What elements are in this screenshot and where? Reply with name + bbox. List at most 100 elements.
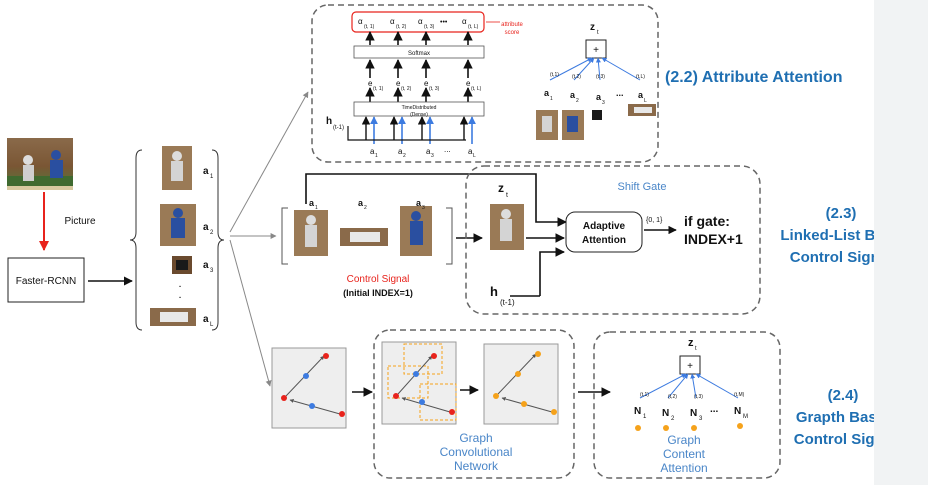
node-n3: N (690, 408, 697, 419)
graph-alpha-M: (t,M) (734, 392, 745, 398)
faster-rcnn-box (7, 257, 85, 303)
initial-index-label: (Initial INDEX=1) (343, 288, 413, 298)
mini-alpha-1: (t,1) (550, 72, 559, 78)
attr-a1-sub: 1 (210, 174, 214, 180)
e-1: e (368, 79, 373, 88)
input-picture (7, 138, 73, 190)
node-nM-sub: M (743, 414, 748, 420)
mini-crop-L (628, 104, 656, 116)
gca-label-1: Graph (667, 433, 700, 447)
mini-dots: ... (616, 88, 624, 98)
linked-a1-sub: 1 (315, 205, 318, 211)
attr-a3-sub: 3 (210, 268, 214, 274)
faster-rcnn-label: Faster-RCNN (16, 276, 77, 287)
attribute-crop-2 (160, 204, 196, 246)
left-brace (129, 149, 143, 331)
node-n2-sub: 2 (671, 416, 675, 422)
attr-a2: a (203, 222, 209, 233)
alpha-3: α (418, 17, 423, 26)
zt-sub-23: t (506, 192, 508, 199)
index-plus-label: INDEX+1 (684, 231, 743, 247)
shift-gate-label: Shift Gate (618, 181, 667, 193)
e-L-sub: (t, L) (471, 86, 482, 92)
alpha-1: α (358, 17, 363, 26)
gcn-graph-1 (381, 341, 457, 425)
gca-label-2: Content (663, 447, 706, 461)
bottom-a1: a (370, 147, 375, 156)
graph-title-3: Control Signal (794, 431, 874, 448)
gca-label-3: Attention (660, 461, 707, 475)
shift-gate-crop (490, 204, 524, 250)
linked-right-bracket (446, 207, 453, 265)
zt-sub-22: t (597, 30, 599, 36)
node-n1-sub: 1 (643, 414, 647, 420)
softmax-box (353, 45, 485, 59)
bottom-a2: a (398, 147, 403, 156)
zt-label-23: z (498, 181, 504, 195)
node-dots: ... (710, 404, 719, 415)
sum-plus-22: + (593, 45, 599, 56)
attr-a2-sub: 2 (210, 230, 214, 236)
scrollbar[interactable] (874, 0, 928, 485)
sum-node-24 (679, 355, 701, 375)
attribute-score-note-2: score (505, 30, 520, 36)
graph-alpha-3: (t,3) (694, 394, 703, 400)
mini-aL: a (638, 90, 644, 100)
picture-label: Picture (64, 216, 96, 227)
linked-title-2: Linked-List Based (780, 227, 874, 244)
alpha-2: α (390, 17, 395, 26)
attribute-crop-L (150, 308, 196, 326)
linked-left-bracket (281, 207, 288, 265)
control-signal-label: Control Signal (347, 274, 410, 285)
time-distributed-label-2: (Dense) (410, 112, 428, 118)
bottom-aL: a (468, 147, 473, 156)
zt-label-22: z (590, 22, 595, 33)
mini-crop-1 (536, 110, 558, 140)
bottom-a3-sub: 3 (431, 153, 434, 159)
mini-alpha-L: (t,L) (636, 74, 645, 80)
vertical-dot-2: . (178, 289, 181, 301)
branch-arrow-graph (229, 239, 272, 387)
attribute-score-note-1: attribute (501, 22, 523, 28)
graph-attn-node-M (737, 423, 743, 429)
attr-aL: a (203, 314, 209, 325)
graph-node-5 (339, 411, 345, 417)
e-L: e (466, 79, 471, 88)
linked-a2: a (358, 198, 364, 208)
alpha-1-sub: (t, 1) (364, 24, 375, 30)
graph-input-panel (271, 347, 347, 429)
mini-a3: a (596, 92, 602, 102)
gcn-window-2 (387, 365, 429, 399)
graph-attn-node-1 (635, 425, 641, 431)
graph-attn-node-3 (691, 425, 697, 431)
mini-a2-sub: 2 (576, 98, 579, 104)
time-distributed-box (353, 101, 485, 117)
h-input-line (347, 126, 466, 141)
mini-a1-sub: 1 (550, 96, 553, 102)
h-label: h (326, 116, 332, 127)
h-label-23: h (490, 284, 498, 299)
node-n2: N (662, 408, 669, 419)
attribute-attention-title: (2.2) Attribute Attention (665, 69, 842, 86)
alpha-L-sub: (t, L) (468, 24, 479, 30)
linked-a1: a (309, 198, 315, 208)
attr-a1: a (203, 166, 209, 177)
h-to-adaptive-arrow (539, 247, 565, 296)
if-gate-label: if gate: (684, 213, 730, 229)
linked-crop-3 (400, 206, 432, 256)
h-sub-23: (t-1) (500, 298, 515, 307)
branch-arrow-attribute (229, 91, 309, 233)
graph-attention-panel (593, 331, 781, 479)
graph-alpha-1: (t,1) (640, 392, 649, 398)
alpha-3-sub: (t, 3) (424, 24, 435, 30)
attribute-crop-1 (162, 146, 192, 190)
mini-a1: a (544, 88, 550, 98)
graph-node-3 (281, 395, 287, 401)
time-distributed-label: TimeDistributed (402, 105, 437, 111)
mini-a2: a (570, 90, 576, 100)
attr-a3: a (203, 260, 209, 271)
graph-title-2: Grapth Based (796, 409, 874, 426)
e-2: e (396, 79, 401, 88)
linked-crop-2 (340, 228, 388, 246)
